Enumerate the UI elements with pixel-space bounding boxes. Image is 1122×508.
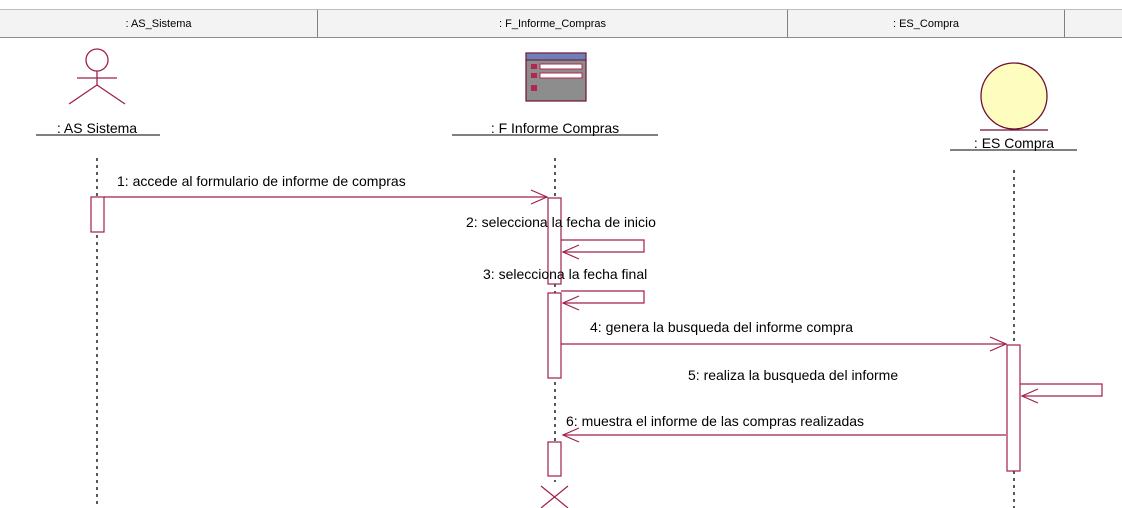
header-col-es-compra[interactable]: : ES_Compra (788, 10, 1065, 37)
entity-label[interactable]: : ES Compra (974, 135, 1054, 151)
entity-icon[interactable] (980, 62, 1048, 131)
message-1-arrow[interactable] (104, 189, 549, 205)
message-5-arrow[interactable] (1020, 383, 1103, 404)
message-3-arrow[interactable] (561, 290, 645, 311)
message-2-label[interactable]: 2: selecciona la fecha de inicio (466, 214, 656, 230)
actor-label[interactable]: : AS Sistema (57, 120, 137, 136)
form-label[interactable]: : F Informe Compras (491, 120, 619, 136)
destruction-marker-icon (540, 485, 569, 508)
lifeline-header-bar: : AS_Sistema : F_Informe_Compras : ES_Co… (0, 9, 1122, 38)
form-icon[interactable] (525, 52, 587, 102)
form-activation-1[interactable] (547, 197, 562, 285)
message-6-label[interactable]: 6: muestra el informe de las compras rea… (566, 413, 864, 429)
header-col-f-informe-compras[interactable]: : F_Informe_Compras (318, 10, 788, 37)
actor-activation[interactable] (90, 196, 105, 233)
form-activation-3[interactable] (547, 441, 562, 477)
message-4-arrow[interactable] (561, 336, 1008, 352)
message-3-label[interactable]: 3: selecciona la fecha final (483, 266, 647, 282)
top-strip (0, 0, 1122, 9)
message-4-label[interactable]: 4: genera la busqueda del informe compra (590, 319, 853, 335)
message-2-arrow[interactable] (561, 239, 645, 260)
message-5-label[interactable]: 5: realiza la busqueda del informe (688, 367, 898, 383)
message-1-label[interactable]: 1: accede al formulario de informe de co… (117, 173, 406, 189)
actor-icon[interactable] (68, 48, 126, 105)
header-col-as-sistema[interactable]: : AS_Sistema (0, 10, 318, 37)
message-6-arrow[interactable] (561, 427, 1006, 443)
entity-activation[interactable] (1006, 344, 1021, 472)
form-activation-2[interactable] (547, 292, 562, 379)
